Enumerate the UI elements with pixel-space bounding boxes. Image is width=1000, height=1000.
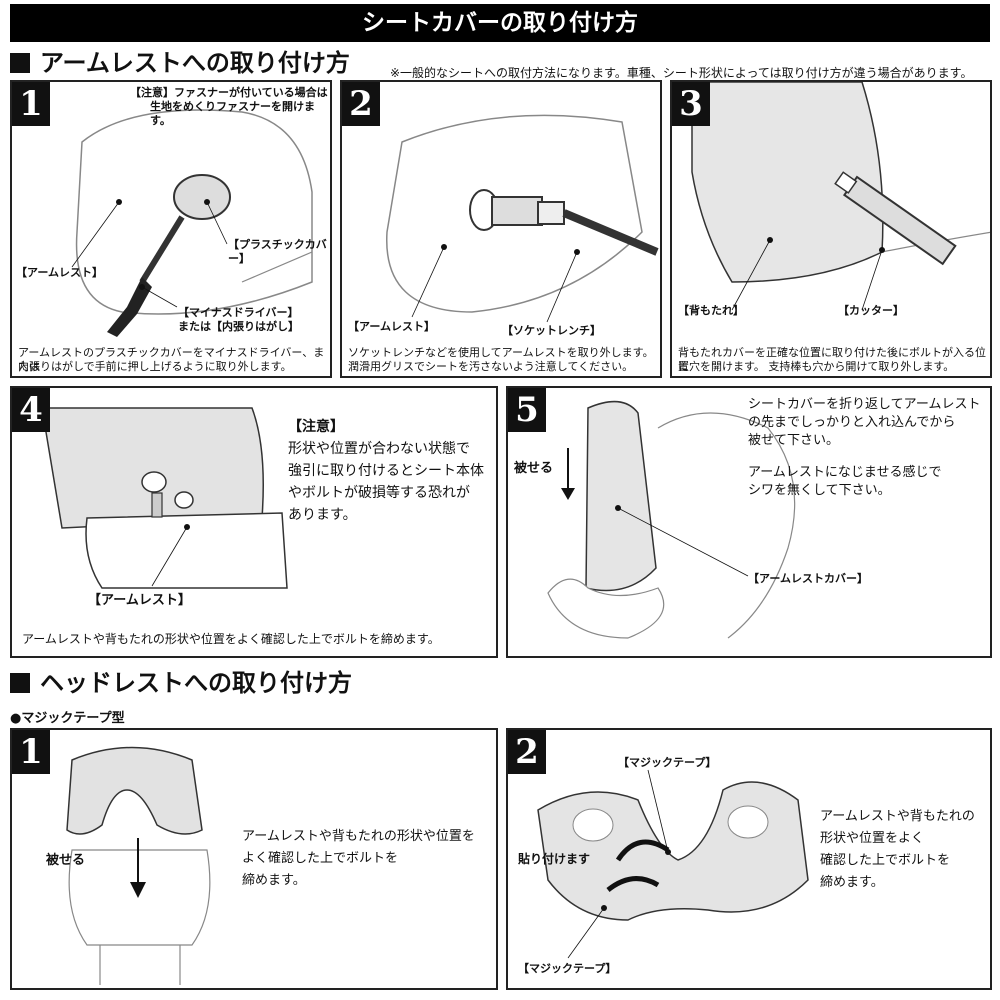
velcro-type-subtitle: ●マジックテープ型 xyxy=(10,711,125,726)
label-put-on: 被せる xyxy=(514,461,554,476)
step-number: 1 xyxy=(12,82,50,126)
step-number: 1 xyxy=(12,730,50,774)
label-backrest: 【背もたれ】 xyxy=(678,304,744,317)
armrest-step-5-panel: 5 被せる シートカバーを折り返してアームレスト の先までしっかりと入れ込んでか… xyxy=(506,386,992,658)
headrest-section-heading: ヘッドレストへの取り付け方 xyxy=(10,668,352,698)
label-trim-remover: または【内張りはがし】 xyxy=(178,320,299,333)
step-number: 2 xyxy=(508,730,546,774)
step-number: 4 xyxy=(12,388,50,432)
step-number: 3 xyxy=(672,82,710,126)
cover-fitting-illustration xyxy=(547,400,796,639)
instruction-line-1: アームレストや背もたれの形状や位置を xyxy=(242,829,475,844)
label-socket-wrench: 【ソケットレンチ】 xyxy=(502,324,601,337)
step-number: 2 xyxy=(342,82,380,126)
caption: アームレストや背もたれの形状や位置をよく確認した上でボルトを締めます。 xyxy=(22,632,440,646)
label-screwdriver: 【マイナスドライバー】 xyxy=(178,306,299,319)
instruction-line-3: 締めます。 xyxy=(242,873,306,888)
socket-wrench-illustration xyxy=(386,114,659,323)
square-bullet-icon xyxy=(10,53,30,73)
square-bullet-icon xyxy=(10,673,30,693)
headrest-step-1-panel: 1 被せる アームレストや背もたれの形状や位置を よく確認した上でボルトを 締め… xyxy=(10,728,498,990)
instruction-line-1: シートカバーを折り返してアームレスト xyxy=(748,397,981,412)
instruction-line-4: 締めます。 xyxy=(820,875,884,890)
caption-line-2: に穴を開けます。 支持棒も穴から開けて取り外します。 xyxy=(678,360,955,373)
headrest-cover-illustration xyxy=(66,746,211,985)
instruction-line-2: 形状や位置をよく xyxy=(820,831,925,846)
bolt-tightening-illustration xyxy=(41,407,288,589)
warning-line-2: 強引に取り付けるとシート本体 xyxy=(288,463,484,479)
step-number: 5 xyxy=(508,388,546,432)
warning-line-1: 形状や位置が合わない状態で xyxy=(288,441,470,457)
headrest-step-2-panel: 2 【マジックテープ】 貼り付けます 【マジックテープ】 アームレストや背もたれ… xyxy=(506,728,992,990)
armrest-step-3-panel: 3 【背もたれ】 【カッター】 背もたれカバーを正確な位置に取り付けた後にボルト… xyxy=(670,80,992,378)
cutter-illustration xyxy=(691,82,990,311)
caption-line-1: 背もたれカバーを正確な位置に取り付けた後にボルトが入る位置 xyxy=(678,346,986,373)
general-note: ※一般的なシートへの取付方法になります。車種、シート形状によっては取り付け方が違… xyxy=(390,66,973,80)
instruction-line-1: アームレストや背もたれの xyxy=(820,809,975,824)
label-armrest: 【アームレスト】 xyxy=(16,266,104,279)
armrest-heading-text: アームレストへの取り付け方 xyxy=(40,49,350,77)
armrest-step-2-panel: 2 【アームレスト】 【ソケットレンチ】 ソケットレンチなどを使用してアームレス… xyxy=(340,80,662,378)
warning-line-3: やボルトが破損等する恐れが xyxy=(288,485,470,501)
velcro-fastening-illustration xyxy=(537,769,809,959)
instruction-line-4: アームレストになじませる感じで xyxy=(748,465,942,480)
armrest-section-heading: アームレストへの取り付け方 xyxy=(10,48,350,78)
label-plastic-cover: 【プラスチックカバー】 xyxy=(228,238,327,265)
label-armrest: 【アームレスト】 xyxy=(348,320,436,333)
headrest-heading-text: ヘッドレストへの取り付け方 xyxy=(40,669,352,697)
instruction-line-2: よく確認した上でボルトを xyxy=(242,851,399,866)
caption-line-2: 内張りはがしで手前に押し上げるように取り外します。 xyxy=(18,360,292,373)
label-cutter: 【カッター】 xyxy=(838,304,904,317)
caption-line-1: アームレストのプラスチックカバーをマイナスドライバー、または xyxy=(18,346,325,373)
caption-line-1: ソケットレンチなどを使用してアームレストを取り外します。 xyxy=(348,346,654,359)
instruction-line-3: 被せて下さい。 xyxy=(748,433,840,448)
label-attach: 貼り付けます xyxy=(518,852,591,866)
label-put-on: 被せる xyxy=(46,853,86,868)
instruction-line-2: の先までしっかりと入れ込んでから xyxy=(748,415,956,430)
armrest-step-4-panel: 4 【注意】 形状や位置が合わない状態で 強引に取り付けるとシート本体 やボルト… xyxy=(10,386,498,658)
label-velcro-bottom: 【マジックテープ】 xyxy=(518,962,617,975)
warning-title: 【注意】 xyxy=(288,419,344,435)
label-velcro-top: 【マジックテープ】 xyxy=(618,756,717,769)
callout-line-1: 【注意】ファスナーが付いている場合は xyxy=(130,86,328,99)
label-armrest-cover: 【アームレストカバー】 xyxy=(748,572,869,585)
screwdriver-illustration xyxy=(71,109,313,337)
instruction-line-3: 確認した上でボルトを xyxy=(820,853,951,868)
label-armrest: 【アームレスト】 xyxy=(88,593,191,608)
page-title: シートカバーの取り付け方 xyxy=(10,4,990,42)
instruction-line-5: シワを無くして下さい。 xyxy=(748,483,891,498)
armrest-step-1-panel: 1 【注意】ファスナーが付いている場合は 生地をめくりファスナーを開けます。 【… xyxy=(10,80,332,378)
caption-line-2: 潤滑用グリスでシートを汚さないよう注意してください。 xyxy=(348,360,634,373)
warning-line-4: あります。 xyxy=(288,507,357,523)
callout-line-2: 生地をめくりファスナーを開けます。 xyxy=(150,100,315,127)
